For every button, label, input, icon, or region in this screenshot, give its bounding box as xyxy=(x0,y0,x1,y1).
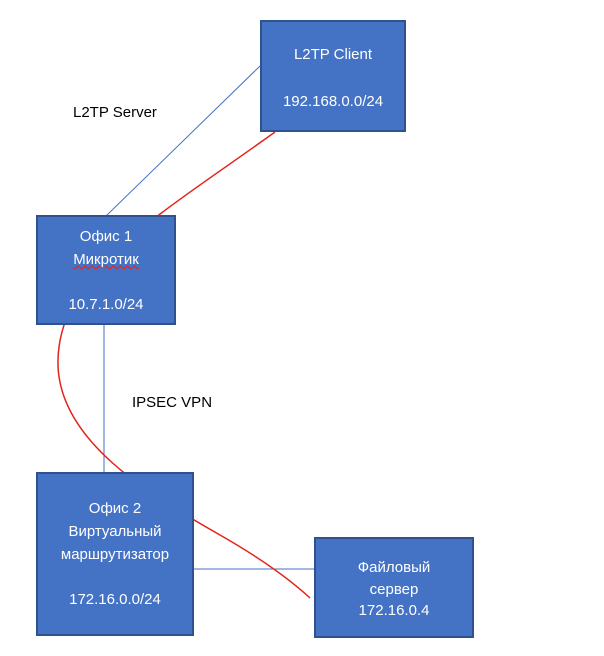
l2tp-client-subnet: 192.168.0.0/24 xyxy=(282,93,384,110)
office1-node: Офис 1 Микротик 10.7.1.0/24 xyxy=(36,215,176,325)
office1-title: Офис 1 xyxy=(79,228,133,245)
office1-device: Микротик xyxy=(38,251,174,268)
l2tp-link-line xyxy=(105,65,261,217)
office2-node: Офис 2 Виртуальный маршрутизатор 172.16.… xyxy=(36,472,194,636)
office2-device-line1: Виртуальный xyxy=(68,523,162,540)
file-server-node: Файловый сервер 172.16.0.4 xyxy=(314,537,474,638)
l2tp-server-label: L2TP Server xyxy=(73,104,157,121)
office2-subnet: 172.16.0.0/24 xyxy=(69,591,161,608)
file-server-title-line1: Файловый xyxy=(357,559,431,576)
file-server-address: 172.16.0.4 xyxy=(358,602,430,619)
l2tp-client-node: L2TP Client 192.168.0.0/24 xyxy=(260,20,406,132)
office1-device-text: Микротик xyxy=(73,251,139,268)
l2tp-client-title: L2TP Client xyxy=(293,46,373,63)
office2-device-line2: маршрутизатор xyxy=(60,546,170,563)
ipsec-vpn-label: IPSEC VPN xyxy=(132,394,213,411)
office1-subnet: 10.7.1.0/24 xyxy=(68,296,144,313)
office2-title: Офис 2 xyxy=(88,500,142,517)
file-server-title-line2: сервер xyxy=(369,581,419,598)
